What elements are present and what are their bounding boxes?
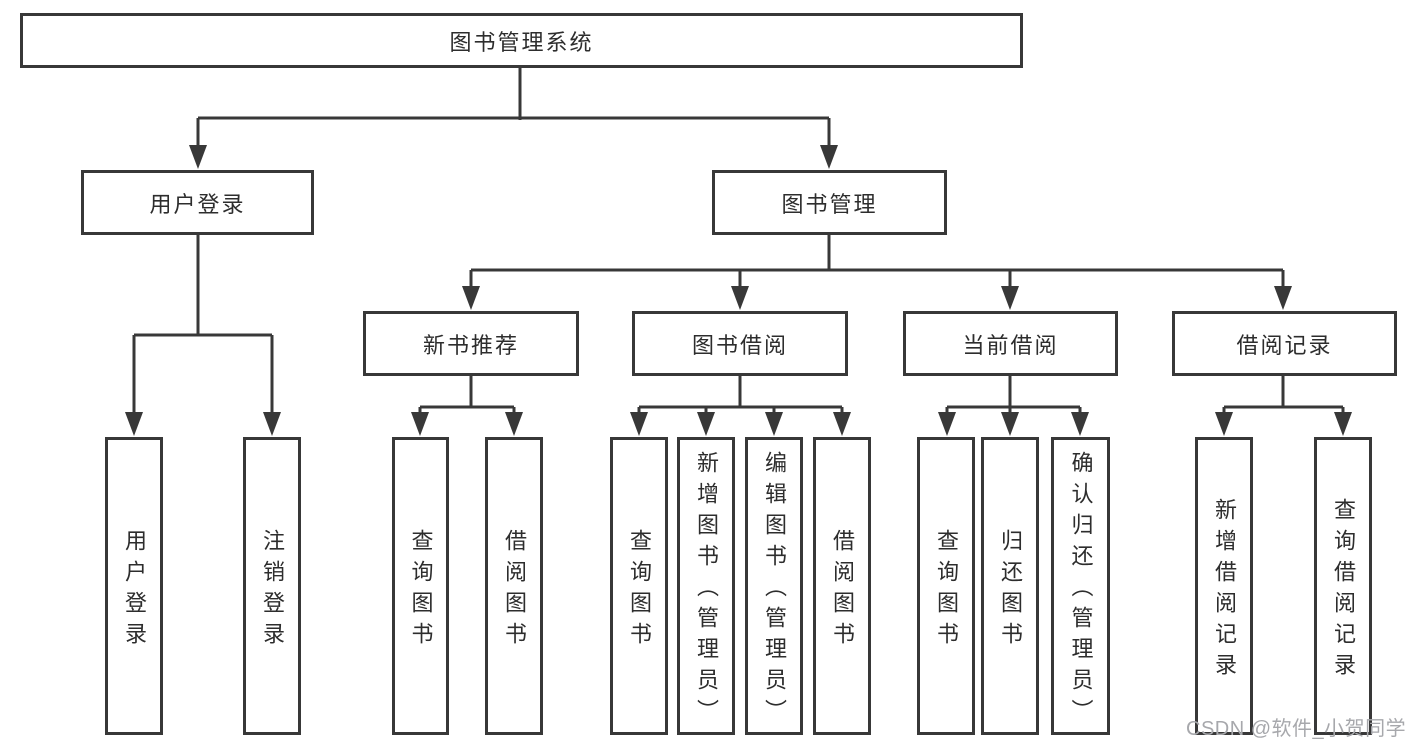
leaf-borrow-books-recommend: 借阅图书 <box>485 437 543 735</box>
leaf-edit-books-admin: 编辑图书（管理员） <box>745 437 803 735</box>
connector-lines <box>132 68 1345 416</box>
arrow-icon <box>462 286 480 310</box>
leaf-label: 查询图书 <box>627 528 652 653</box>
arrow-icon <box>1274 286 1292 310</box>
arrow-icon <box>1001 286 1019 310</box>
node-library-management-system: 图书管理系统 <box>20 13 1023 68</box>
leaf-user-login: 用户登录 <box>105 437 163 735</box>
arrow-icon <box>1215 412 1233 436</box>
leaf-add-borrow-record: 新增借阅记录 <box>1195 437 1253 735</box>
leaf-label: 注销登录 <box>260 528 285 653</box>
arrow-icon <box>765 412 783 436</box>
leaf-label: 借阅图书 <box>830 528 855 653</box>
leaf-label: 查询图书 <box>934 528 959 653</box>
leaf-confirm-return-admin: 确认归还（管理员） <box>1051 437 1110 735</box>
leaf-add-books-admin: 新增图书（管理员） <box>677 437 735 735</box>
arrow-icon <box>411 412 429 436</box>
node-label: 当前借阅 <box>962 332 1059 358</box>
node-label: 借阅记录 <box>1236 332 1333 358</box>
leaf-label: 查询借阅记录 <box>1331 497 1356 684</box>
leaf-label: 查询图书 <box>408 528 434 653</box>
node-current-borrowing: 当前借阅 <box>903 311 1118 376</box>
leaf-query-borrow-record: 查询借阅记录 <box>1314 437 1372 735</box>
leaf-label: 编辑图书（管理员） <box>762 451 787 730</box>
csdn-watermark: CSDN @软件_小贺同学 <box>1186 718 1405 740</box>
leaf-label: 确认归还（管理员） <box>1068 451 1094 730</box>
arrow-icon <box>1001 412 1019 436</box>
node-label: 用户登录 <box>149 191 246 217</box>
node-label: 图书管理 <box>781 191 878 217</box>
leaf-return-books: 归还图书 <box>981 437 1039 735</box>
leaf-label: 新增借阅记录 <box>1212 497 1237 684</box>
arrow-icon <box>630 412 648 436</box>
leaf-label: 用户登录 <box>122 528 147 653</box>
arrow-icon <box>505 412 523 436</box>
leaf-logout: 注销登录 <box>243 437 301 735</box>
arrow-icon <box>938 412 956 436</box>
arrow-icon <box>1071 412 1089 436</box>
leaf-query-books-current: 查询图书 <box>917 437 975 735</box>
arrow-icon <box>125 412 143 436</box>
leaf-label: 归还图书 <box>998 528 1023 653</box>
arrow-icon <box>189 145 207 169</box>
arrow-icon <box>731 286 749 310</box>
leaf-label: 借阅图书 <box>502 528 527 653</box>
arrow-icon <box>263 412 281 436</box>
node-label: 新书推荐 <box>422 332 519 358</box>
node-book-borrowing: 图书借阅 <box>632 311 848 376</box>
connector-arrowheads <box>125 145 1352 436</box>
leaf-query-books-recommend: 查询图书 <box>392 437 449 735</box>
leaf-query-books-borrowing: 查询图书 <box>610 437 668 735</box>
arrow-icon <box>820 145 838 169</box>
node-book-management: 图书管理 <box>712 170 947 235</box>
arrow-icon <box>697 412 715 436</box>
node-label: 图书借阅 <box>691 332 788 358</box>
node-user-login: 用户登录 <box>81 170 314 235</box>
arrow-icon <box>833 412 851 436</box>
leaf-label: 新增图书（管理员） <box>694 451 719 730</box>
node-new-book-recommend: 新书推荐 <box>363 311 579 376</box>
leaf-borrow-books: 借阅图书 <box>813 437 871 735</box>
node-label: 图书管理系统 <box>449 29 594 55</box>
arrow-icon <box>1334 412 1352 436</box>
node-borrowing-records: 借阅记录 <box>1172 311 1397 376</box>
